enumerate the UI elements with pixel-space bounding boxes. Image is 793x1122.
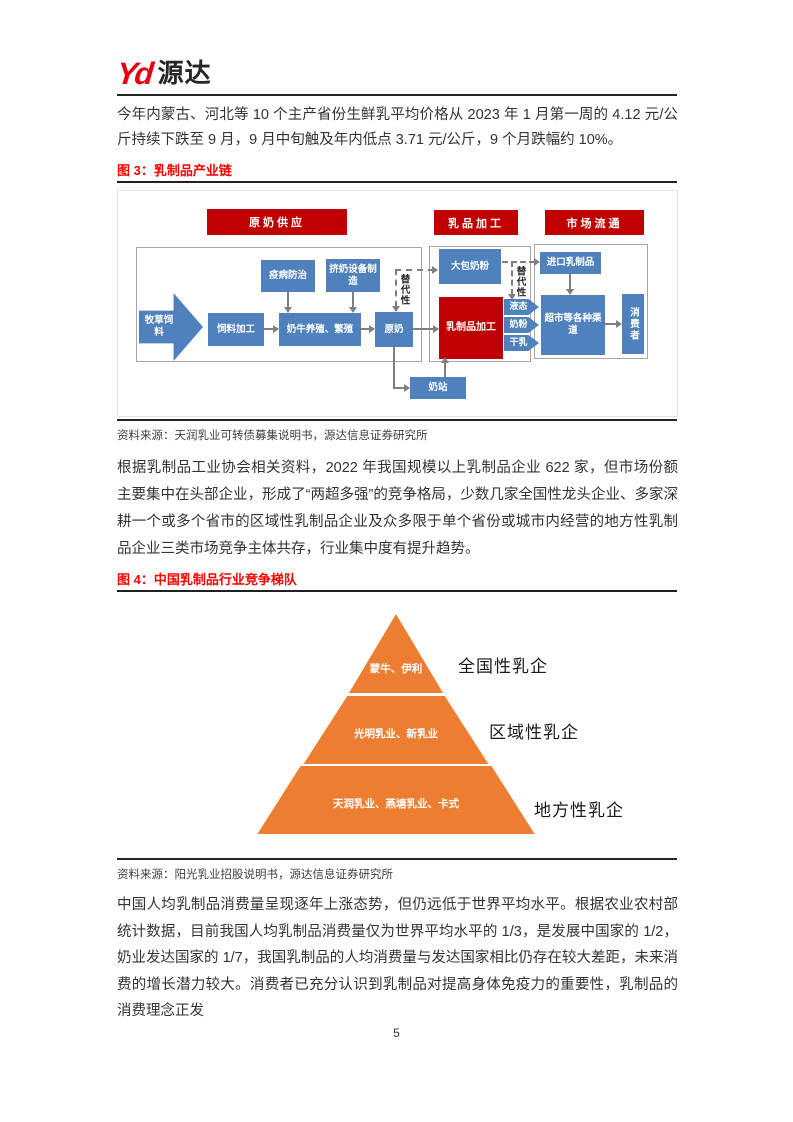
node-dairy-product-processing: 乳制品加工 <box>439 297 503 359</box>
node-consumer: 消费者 <box>622 294 644 354</box>
substitution-label-left: 替代性 <box>398 274 410 306</box>
header-divider <box>117 94 677 96</box>
arrow-channels-to-consumer <box>605 323 617 325</box>
pyramid-companies-local: 天润乳业、燕塘乳业、卡式 <box>333 798 459 810</box>
figure3-title: 图 3：乳制品产业链 <box>117 163 232 178</box>
pyramid-companies-regional: 光明乳业、新乳业 <box>354 728 438 740</box>
section-raw-milk-supply: 原奶供应 <box>207 209 347 235</box>
arrowhead-equipment <box>349 307 357 313</box>
logo-company-name: 源达 <box>157 58 212 88</box>
dashed-substitution-left-h <box>395 269 434 271</box>
arrow-breeding-to-rawmilk <box>361 328 371 330</box>
consumption-paragraph: 中国人均乳制品消费量呈现逐年上涨态势，但仍远低于世界平均水平。根据农业农村部统计… <box>117 897 678 1019</box>
arrow-rawmilk-to-station-v <box>393 347 395 389</box>
tier-label-regional: 区域性乳企 <box>489 723 579 742</box>
pyramid-companies-national: 蒙牛、伊利 <box>369 663 423 675</box>
arrow-rawmilk-to-station-h <box>393 387 405 389</box>
section-market-circulation: 市场流通 <box>545 210 644 235</box>
dashed-substitution-left-v <box>395 269 397 307</box>
arrow-rawmilk-to-processing <box>413 328 434 330</box>
dashed-arrowhead-bulk <box>432 266 438 274</box>
node-dry-milk-arrow: 干乳 <box>504 335 539 351</box>
substitution-label-right: 替代性 <box>514 266 526 298</box>
arrow-station-to-processing <box>444 362 446 377</box>
arrowhead-rawmilk <box>433 325 439 333</box>
logo-yd-icon: Yd <box>115 55 153 91</box>
figure4-source: 资料来源：阳光乳业招股说明书，源达信息证券研究所 <box>117 869 393 881</box>
tier-label-national: 全国性乳企 <box>458 657 548 676</box>
arrow-feed-to-breeding <box>264 328 274 330</box>
figure4-title: 图 4：中国乳制品行业竞争梯队 <box>117 572 297 587</box>
node-raw-milk: 原奶 <box>375 312 413 347</box>
node-liquid-arrow: 液态 <box>504 299 539 315</box>
arrowhead-channels <box>566 289 574 295</box>
arrowhead-disease <box>284 307 292 313</box>
arrow-imported-to-channels <box>569 274 571 290</box>
node-feed-processing: 饲料加工 <box>208 313 264 346</box>
dashed-substitution-right-v <box>511 261 513 295</box>
figure4-bottom-divider <box>117 858 677 860</box>
node-milk-station: 奶站 <box>410 377 466 399</box>
tier-label-local: 地方性乳企 <box>534 801 624 820</box>
dashed-arrowhead-imported <box>534 258 540 266</box>
figure3-bottom-divider <box>117 419 677 421</box>
company-logo: Yd 源达 <box>115 55 212 91</box>
node-bulk-milk-powder: 大包奶粉 <box>439 249 501 284</box>
node-milking-equipment: 挤奶设备制造 <box>326 259 380 292</box>
node-supermarket-channels: 超市等各种渠道 <box>541 295 605 355</box>
node-imported-dairy: 进口乳制品 <box>540 252 601 274</box>
figure3-diagram: 原奶供应 乳品加工 市场流通 牧草饲料 疫病防治 挤奶设备制造 饲料加工 奶牛养… <box>117 190 678 417</box>
dashed-arrowhead-rawmilk <box>392 306 400 312</box>
arrowhead-breeding <box>369 325 375 333</box>
page-number: 5 <box>393 1026 400 1040</box>
figure3-source: 资料来源：天润乳业可转债募集说明书，源达信息证券研究所 <box>117 430 428 442</box>
figure4-pyramid: 蒙牛、伊利 光明乳业、新乳业 天润乳业、燕塘乳业、卡式 <box>256 614 536 834</box>
dashed-substitution-right-h <box>502 261 535 263</box>
arrowhead-processing <box>441 357 449 363</box>
dashed-arrowhead-liquid <box>508 294 516 300</box>
figure3-title-divider <box>117 181 677 183</box>
arrow-disease-to-breeding <box>287 292 289 308</box>
node-disease-prevention: 疫病防治 <box>261 260 315 292</box>
arrowhead-station <box>404 384 410 392</box>
arrow-equipment-to-breeding <box>352 292 354 308</box>
pyramid-tier-local <box>257 766 535 834</box>
arrowhead-consumer <box>616 320 622 328</box>
section-dairy-processing: 乳品加工 <box>434 210 518 235</box>
competition-paragraph: 根据乳制品工业协会相关资料，2022 年我国规模以上乳制品企业 622 家，但市… <box>117 460 678 557</box>
node-powder-arrow: 奶粉 <box>504 317 539 333</box>
figure4-title-divider <box>117 590 677 592</box>
node-cow-breeding: 奶牛养殖、繁殖 <box>279 313 361 346</box>
arrowhead-feed <box>273 325 279 333</box>
intro-paragraph: 今年内蒙古、河北等 10 个主产省份生鲜乳平均价格从 2023 年 1 月第一周… <box>117 107 678 148</box>
